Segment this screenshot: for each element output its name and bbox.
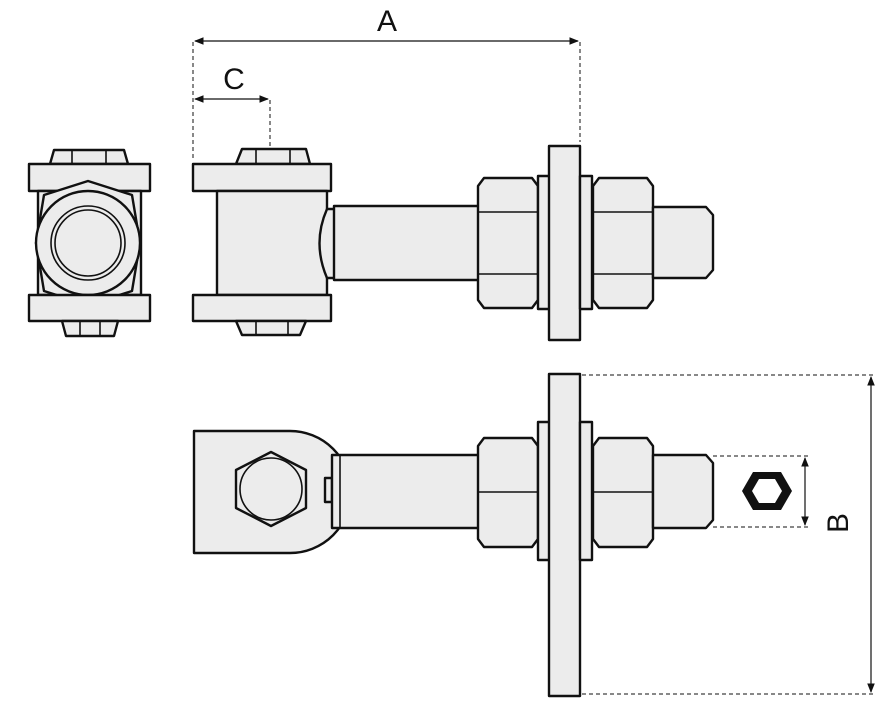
end-view: [27, 148, 152, 338]
side-view: [191, 144, 715, 342]
hex-width-dimension: [713, 455, 809, 528]
dimension-a: [192, 37, 581, 160]
dimension-c-label: C: [223, 63, 245, 96]
hex-section-icon: [742, 472, 792, 510]
top-view: [192, 372, 715, 698]
dimension-a-label: A: [377, 5, 397, 38]
dimension-b: [582, 374, 875, 695]
dimension-c: [194, 95, 271, 148]
dimension-b-label: B: [822, 513, 855, 533]
